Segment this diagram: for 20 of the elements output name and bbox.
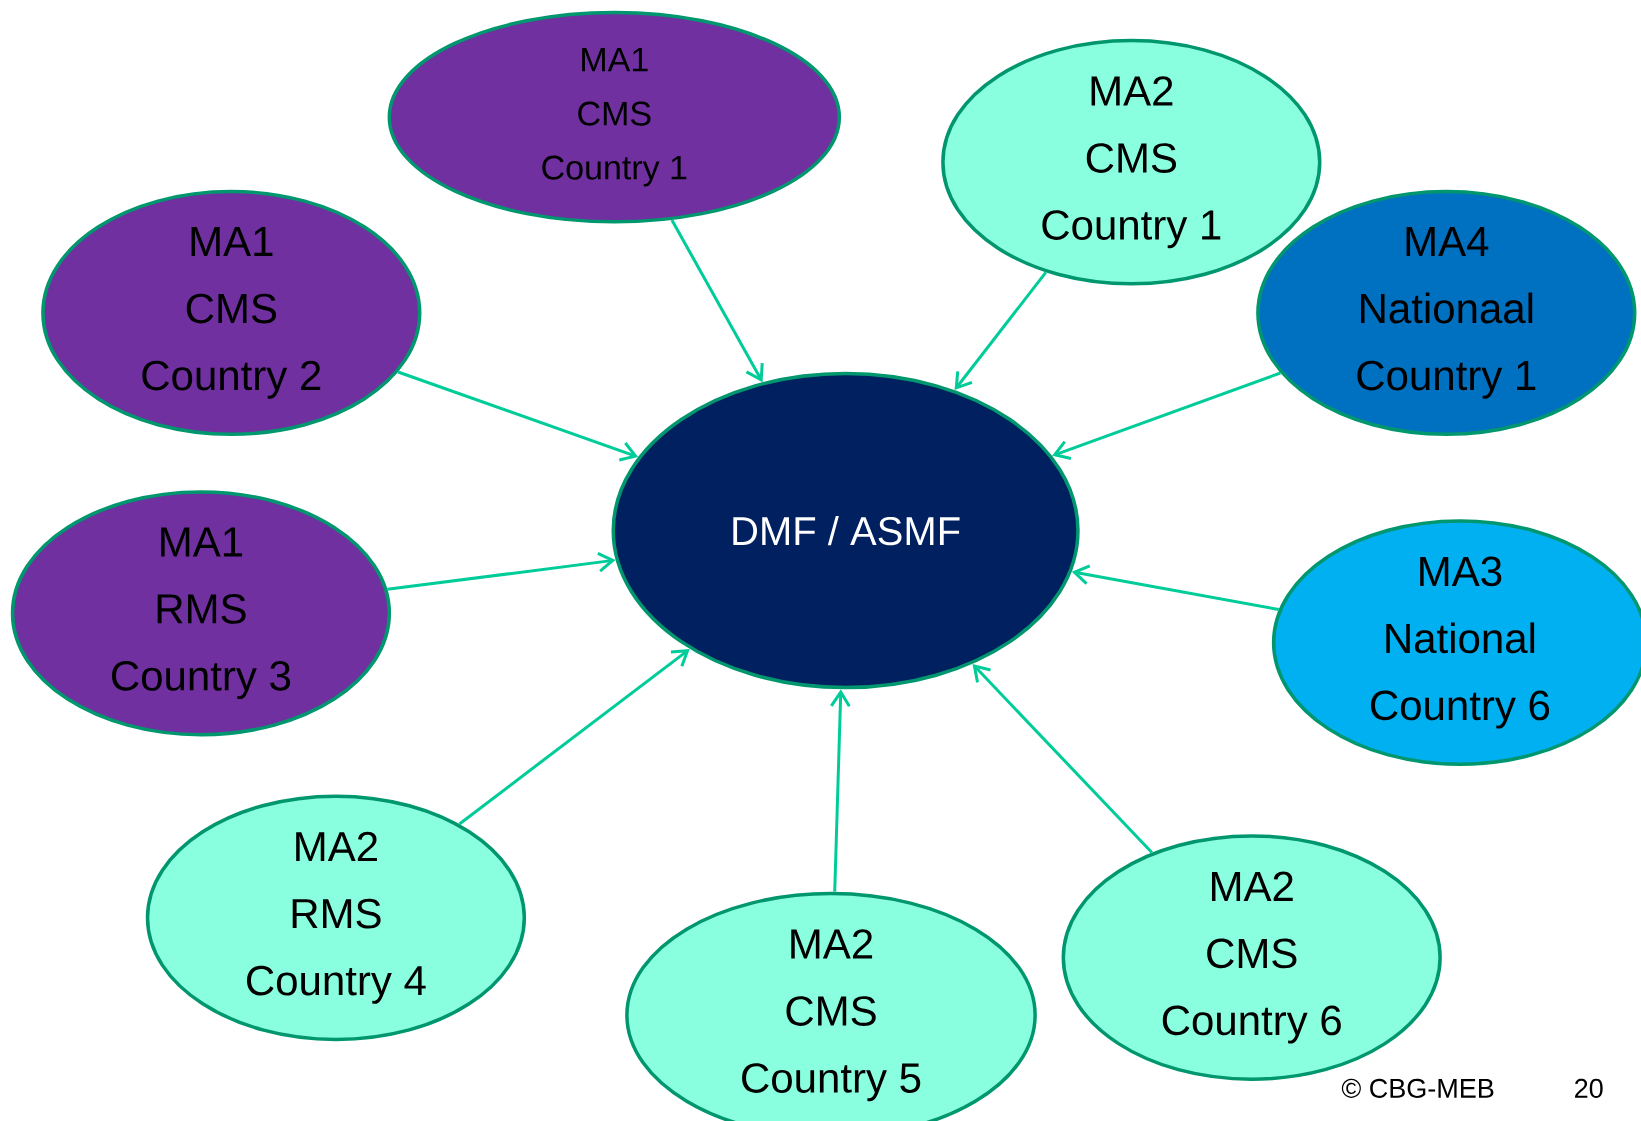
- ellipse-node: MA1 CMS Country 2: [41, 189, 422, 436]
- arrow: [830, 689, 851, 892]
- ellipse-node: DMF / ASMF: [611, 371, 1080, 690]
- arrow: [670, 219, 764, 383]
- copyright-note: © CBG-MEB: [1341, 1078, 1494, 1098]
- ellipse-node: MA1 CMS Country 1: [387, 10, 842, 224]
- ellipse-node: MA2 CMS Country 5: [625, 891, 1037, 1121]
- arrow: [1052, 371, 1281, 460]
- arrow: [954, 271, 1047, 391]
- arrow: [1071, 564, 1279, 612]
- ellipse-node: MA3 National Country 6: [1271, 519, 1641, 766]
- ellipse-node: MA1 RMS Country 3: [10, 490, 392, 737]
- arrow: [458, 649, 690, 826]
- page-number: 20: [1575, 1078, 1603, 1098]
- arrow: [387, 551, 616, 591]
- ellipse-node: MA2 RMS Country 4: [145, 794, 527, 1042]
- arrow: [972, 664, 1153, 854]
- ellipse-node: MA4 Nationaal Country 1: [1256, 189, 1637, 436]
- arrow: [397, 370, 639, 462]
- ellipse-node: MA2 CMS Country 1: [941, 38, 1322, 286]
